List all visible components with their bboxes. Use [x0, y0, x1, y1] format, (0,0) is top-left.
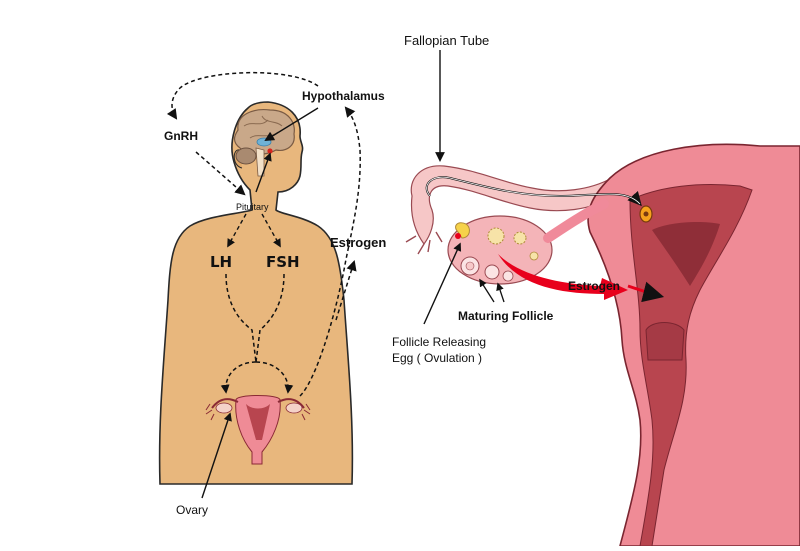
- uterus-closeup: [405, 143, 800, 547]
- egg-travel-highlight: [426, 176, 641, 205]
- hypothalamus-label: Hypothalamus: [302, 89, 385, 103]
- follicle-releasing-label-line2: Egg ( Ovulation ): [392, 351, 483, 365]
- follicle-releasing-pointer: [423, 242, 462, 325]
- hormone-to-right-ovary-arrow: [255, 361, 294, 394]
- ovary-pointer: [201, 412, 232, 499]
- estrogen-to-uterus-arrow: [627, 281, 665, 303]
- ovary-label: Ovary: [176, 503, 209, 517]
- hypothalamus-pointer: [264, 107, 319, 142]
- small-uterus: [205, 395, 311, 465]
- pituitary-to-fsh-arrow: [261, 213, 281, 248]
- estrogen-red-arrow: [498, 254, 628, 300]
- gnrh-loop-arrow: [166, 71, 319, 120]
- pituitary-label: Pituitary: [236, 202, 269, 212]
- lh-path: [225, 273, 257, 363]
- estrogen-feedback-arrow: [299, 106, 361, 397]
- maturing-follicle-pointer-2: [496, 282, 505, 303]
- follicle-releasing-label-line1: Follicle Releasing: [392, 335, 487, 349]
- hormone-to-left-ovary-arrow: [220, 361, 257, 394]
- estrogen-up-arrow: [335, 259, 357, 321]
- fallopian-tube-label: Fallopian Tube: [404, 33, 490, 48]
- fsh-path: [255, 273, 285, 363]
- estrogen-left-label: Estrogen: [330, 235, 387, 250]
- maturing-follicle-label: Maturing Follicle: [458, 309, 554, 323]
- gnrh-label: GnRH: [164, 129, 198, 143]
- estrogen-right-label: Estrogen: [568, 279, 621, 293]
- pituitary-to-lh-arrow: [227, 213, 247, 248]
- pituitary-pointer: [255, 152, 272, 193]
- brain-illustration: [233, 109, 295, 177]
- gnrh-to-pituitary-arrow: [195, 151, 246, 196]
- maturing-follicle-pointer-1: [479, 278, 495, 303]
- fsh-label: FSH: [266, 253, 300, 271]
- lh-label: LH: [210, 253, 233, 271]
